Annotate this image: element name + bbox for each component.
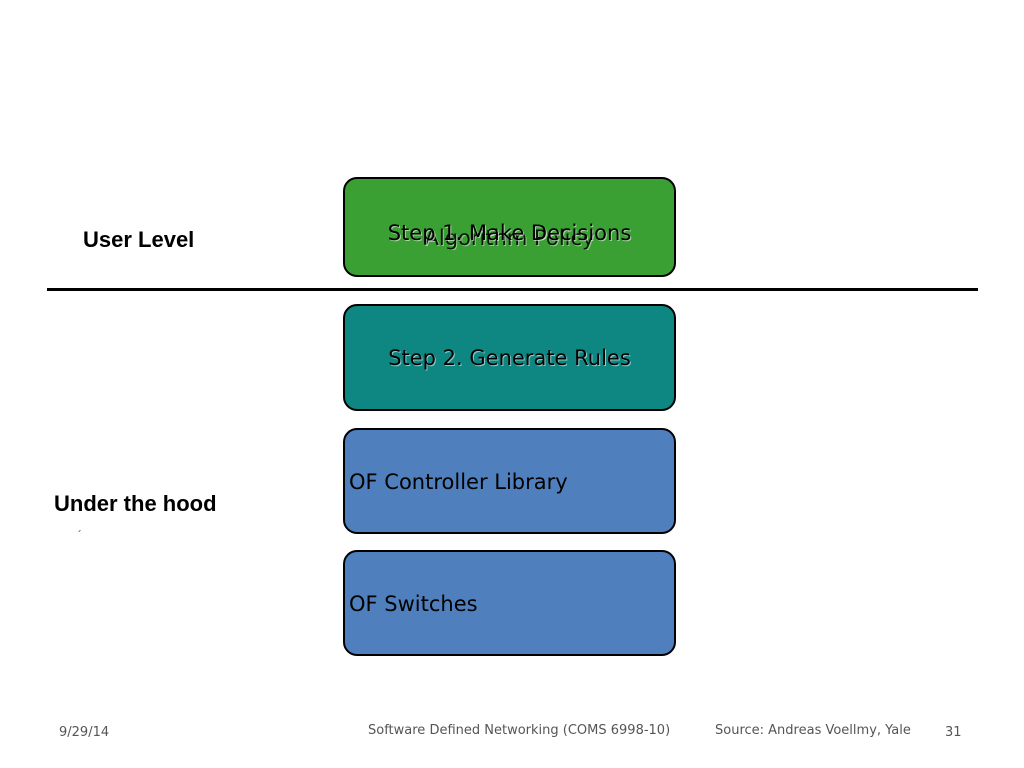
step-1-label: Step 1. Make Decisions (387, 221, 632, 245)
step-1-text-stack: Algorithm Policy Step 1. Make Decisions (345, 179, 674, 275)
footer-page-number: 31 (945, 725, 962, 740)
of-controller-library-box: OF Controller Library (343, 428, 676, 534)
under-the-hood-label: Under the hood (54, 491, 217, 516)
under-the-hood-mark: ´ (78, 528, 82, 542)
step-2-label: Step 2. Generate Rules (388, 345, 631, 370)
of-switches-label: OF Switches (349, 592, 478, 616)
level-divider-line (47, 288, 978, 291)
user-level-label: User Level (83, 227, 195, 252)
step-1-make-decisions-box: Algorithm Policy Step 1. Make Decisions (343, 177, 676, 277)
footer-date: 9/29/14 (59, 725, 110, 740)
of-switches-box: OF Switches (343, 550, 676, 656)
step-2-generate-rules-box: Step 2. Generate Rules (343, 304, 676, 411)
of-controller-library-label: OF Controller Library (349, 470, 568, 494)
footer-course-title: Software Defined Networking (COMS 6998-1… (368, 723, 671, 738)
algorithm-policy-overlay-text: Algorithm Policy (424, 226, 595, 250)
footer-source: Source: Andreas Voellmy, Yale (715, 723, 911, 738)
